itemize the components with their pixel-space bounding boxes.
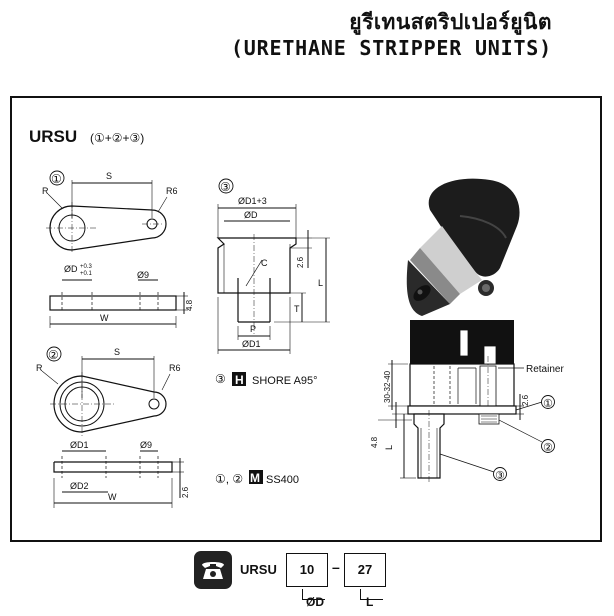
material3-marker: ③ <box>215 372 226 386</box>
material-badge-letter: M <box>250 471 260 485</box>
order-code: URSU <box>240 562 277 577</box>
order-separator: – <box>332 559 340 575</box>
product-photo <box>406 178 520 316</box>
part3-label-c: C <box>261 258 268 268</box>
technical-drawing: URSU (①+②+③) ① S R R6 ØD +0.3 +0.1 <box>29 127 564 508</box>
assembly-callout-1: ① <box>543 398 553 410</box>
material3-text: SHORE A95° <box>252 375 318 387</box>
part1-label-od: ØD <box>64 264 78 274</box>
part2-label-od1: ØD1 <box>70 440 89 450</box>
assembly-dim-48: 4.8 <box>370 436 379 448</box>
part2-label-r6: R6 <box>169 363 181 373</box>
order-example: URSU 10 – 27 ØD L <box>194 551 524 609</box>
assembly-dim-30-40: 30-32-40 <box>383 370 392 403</box>
drawing-frame: URSU (①+②+③) ① S R R6 ØD +0.3 +0.1 <box>10 96 602 542</box>
part2-label-od2: ØD2 <box>70 481 89 491</box>
hardness-badge <box>232 372 246 386</box>
section-code: URSU <box>29 127 77 146</box>
material12-text: SS400 <box>266 474 299 486</box>
l-bracket <box>360 589 383 600</box>
page-title-thai: ยูรีเทนสตริปเปอร์ยูนิต <box>349 10 552 34</box>
part1-label-s: S <box>106 171 112 181</box>
part3-label-od1: ØD1 <box>242 339 261 349</box>
material12-marker: ①, ② <box>215 472 243 486</box>
part2-drawing: ② S R R6 ØD1 Ø9 ØD2 <box>36 346 190 508</box>
part3-drawing: ③ ØD1+3 ØD C 2.6 L T <box>216 178 330 354</box>
part3-label-od: ØD <box>244 210 258 220</box>
part2-label-s: S <box>114 347 120 357</box>
part3-label-od1p3: ØD1+3 <box>238 196 267 206</box>
hardness-badge-letter: H <box>235 373 244 387</box>
assembly-callout-2: ② <box>543 442 553 454</box>
assembly-dim-l: L <box>384 445 394 450</box>
assembly-section: 30-32-40 4.8 L 2.6 Retainer ① ② ③ <box>370 320 564 484</box>
part3-label-l: L <box>318 278 323 288</box>
retainer-label: Retainer <box>526 364 564 375</box>
part3-marker: ③ <box>220 180 231 194</box>
part1-label-o9: Ø9 <box>137 270 149 280</box>
part1-tol-lower: +0.1 <box>80 271 93 277</box>
part1-label-w: W <box>100 313 109 323</box>
part2-label-w: W <box>108 492 117 502</box>
part1-label-thk: 4.8 <box>185 299 194 311</box>
material-badge <box>249 470 263 484</box>
material-notes: ③ H SHORE A95° ①, ② M SS400 <box>215 372 318 486</box>
phone-icon <box>194 551 232 589</box>
part1-label-r6: R6 <box>166 186 178 196</box>
part2-label-r: R <box>36 363 43 373</box>
page-title-english: (URETHANE STRIPPER UNITS) <box>230 36 552 60</box>
d-bracket <box>302 589 325 600</box>
assembly-callout-3: ③ <box>495 470 505 482</box>
part2-marker: ② <box>48 348 59 362</box>
order-l-label: L <box>366 595 374 609</box>
part1-label-r: R <box>42 186 49 196</box>
part1-tol-upper: +0.3 <box>80 264 93 270</box>
part1-marker: ① <box>51 172 62 186</box>
assembly-dim-26: 2.6 <box>521 394 530 406</box>
part2-label-thk: 2.6 <box>181 486 190 498</box>
section-parts: (①+②+③) <box>90 131 144 145</box>
part2-label-o9: Ø9 <box>140 440 152 450</box>
part3-label-t: T <box>294 304 300 314</box>
order-l-value: 27 <box>344 553 386 587</box>
part3-label-p: P <box>250 324 256 334</box>
part1-drawing: ① S R R6 ØD +0.3 +0.1 Ø9 <box>42 170 194 328</box>
part3-label-26: 2.6 <box>296 256 305 268</box>
order-d-value: 10 <box>286 553 328 587</box>
order-d-label: ØD <box>306 595 324 609</box>
